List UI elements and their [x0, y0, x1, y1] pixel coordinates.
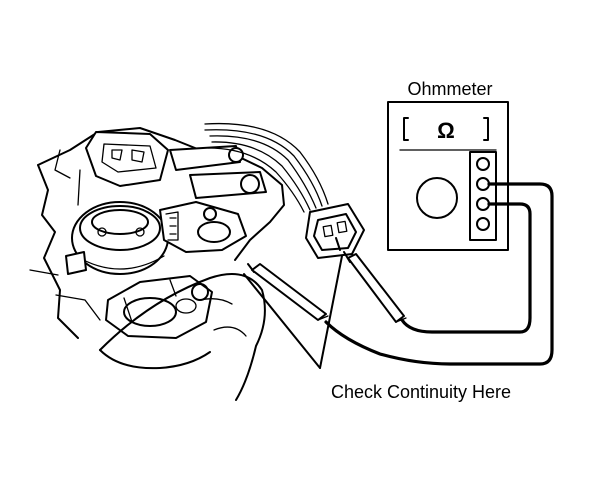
- ohmmeter-label: Ohmmeter: [407, 79, 492, 99]
- ohmmeter: Ω: [387, 101, 509, 251]
- jack-4: [476, 217, 490, 231]
- test-probe-lower: [247, 182, 554, 366]
- ohm-symbol: Ω: [437, 118, 455, 143]
- test-probe-upper: [343, 202, 532, 334]
- wire-connector: [305, 203, 365, 259]
- meter-dial: [416, 177, 458, 219]
- engine-assembly: [29, 127, 285, 401]
- wire-harness: [204, 122, 329, 213]
- jack-1: [476, 157, 490, 171]
- jack-panel: [469, 151, 497, 241]
- check-continuity-label: Check Continuity Here: [331, 382, 511, 402]
- callout-leaders: [243, 255, 343, 369]
